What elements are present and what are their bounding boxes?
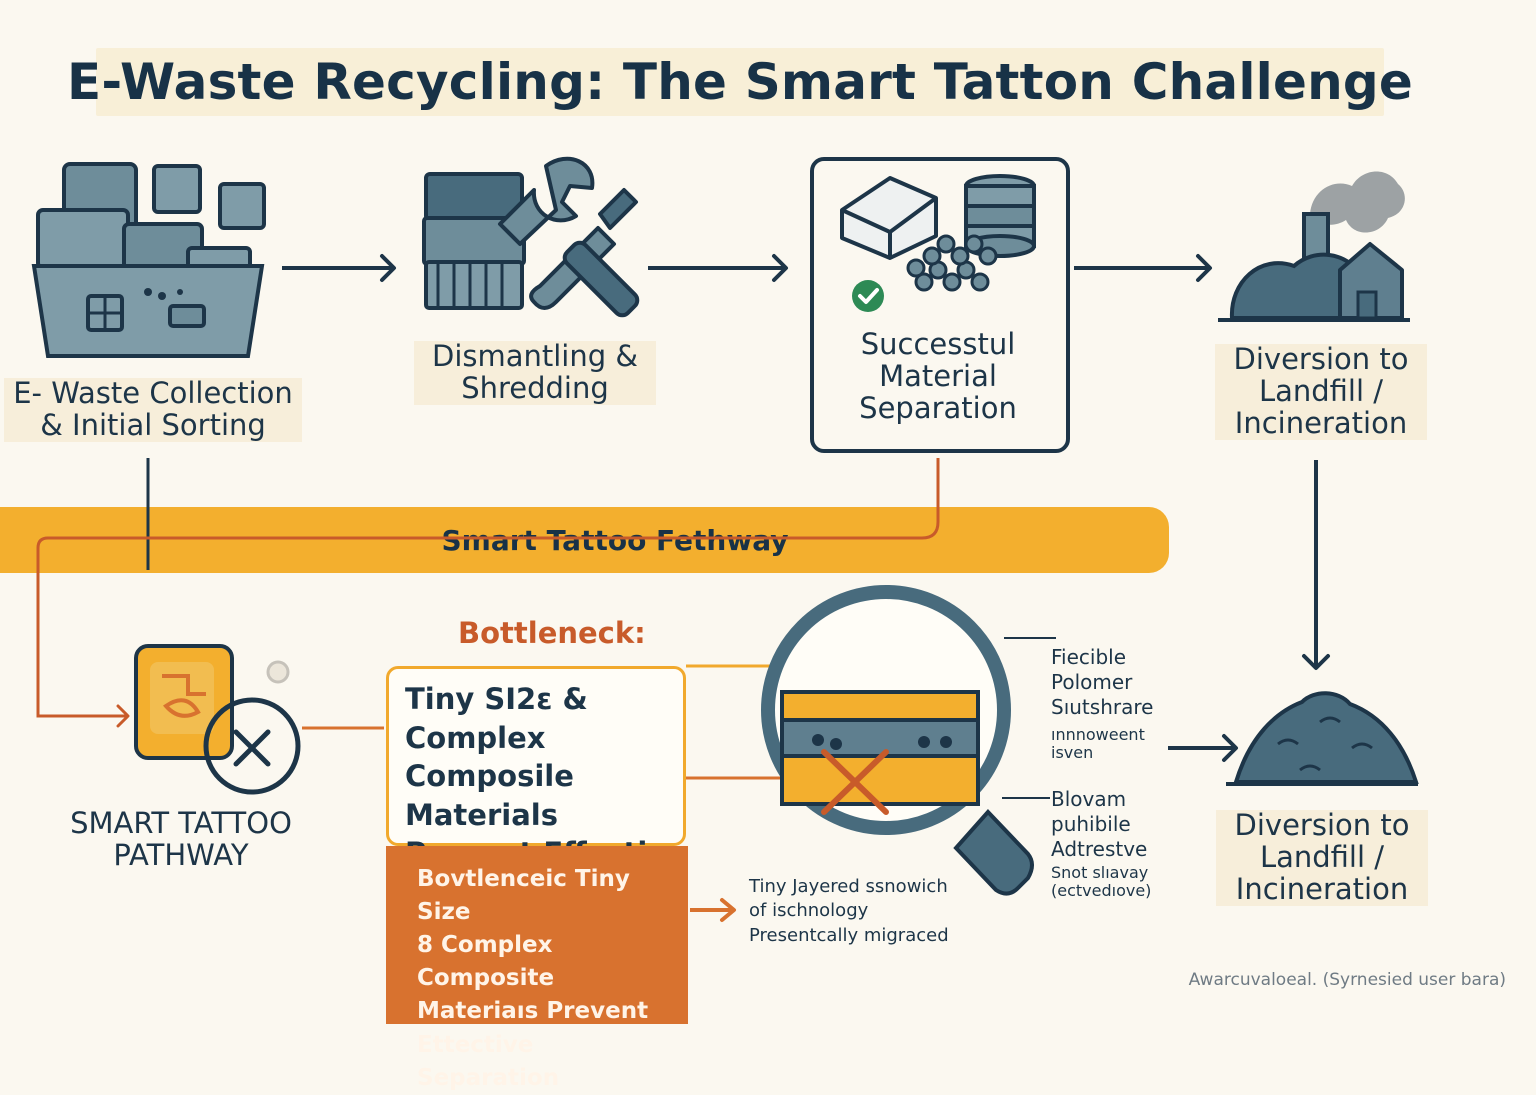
collection-label: E- Waste Collection & Initial Sorting xyxy=(4,377,302,442)
separation-label: Successtul Material Separation xyxy=(859,327,1017,425)
magnifier-note: Tiny Jayered ssnowich of ischnology Pres… xyxy=(749,876,949,946)
side-note-lower: Blovam puhibile Adtrestve xyxy=(1051,787,1148,861)
diagram-canvas: E-Waste Recycling: The Smart Tatton Chal… xyxy=(0,48,1506,1025)
flow-arrow-1-head xyxy=(380,254,396,282)
page-title: E-Waste Recycling: The Smart Tatton Chal… xyxy=(67,53,1414,111)
dismantling-label: Dismantling & Shredding xyxy=(414,340,656,405)
magnifier-top-label: Tiry Javerol Sendeier of canrologe xyxy=(813,639,989,678)
bottleneck-orange-box xyxy=(386,846,688,1024)
pathway-arrow-head xyxy=(116,704,130,728)
factory-icon xyxy=(1218,171,1410,322)
magnifier-icon xyxy=(761,585,1034,896)
smart-tattoo-bar-label: Smart Tattoo Fethway xyxy=(441,523,789,557)
footer-note: Awarcuvaloeal. (Syrnesied user bara) xyxy=(1188,970,1506,990)
flow-arrow-3-head xyxy=(1196,254,1212,282)
diversion-bottom-label: Diversion to Landfill / Incineration xyxy=(1216,809,1428,906)
orange-arrow-head xyxy=(720,898,736,922)
side-note-lower-small: Snot slıavay (ectvedıove) xyxy=(1051,863,1152,900)
bottleneck-orange-text: Bovtlenceic Tiny Size 8 Complex Composit… xyxy=(417,866,649,1091)
side-note-upper: Fiecible Polomer Sıutshrare xyxy=(1051,645,1154,719)
smart-tattoo-chip-icon xyxy=(134,644,301,795)
diversion-top-label: Diversion to Landfill / Incineration xyxy=(1215,343,1427,440)
side-note-upper-small: ınnnoweent isven xyxy=(1051,725,1145,762)
down-arrow-head xyxy=(1302,654,1330,670)
wrench-screwdriver-icon xyxy=(422,156,640,318)
landfill-arrow-head xyxy=(1222,734,1238,762)
smart-tattoo-pathway-label: SMART TATTOO PATHWAY xyxy=(70,806,292,872)
flow-arrow-2-head xyxy=(772,254,788,282)
bottleneck-title: Bottleneck: xyxy=(458,616,646,650)
landfill-icon xyxy=(1226,691,1419,786)
title-bar: E-Waste Recycling: The Smart Tatton Chal… xyxy=(67,48,1414,116)
ewaste-bin-icon xyxy=(31,162,266,358)
